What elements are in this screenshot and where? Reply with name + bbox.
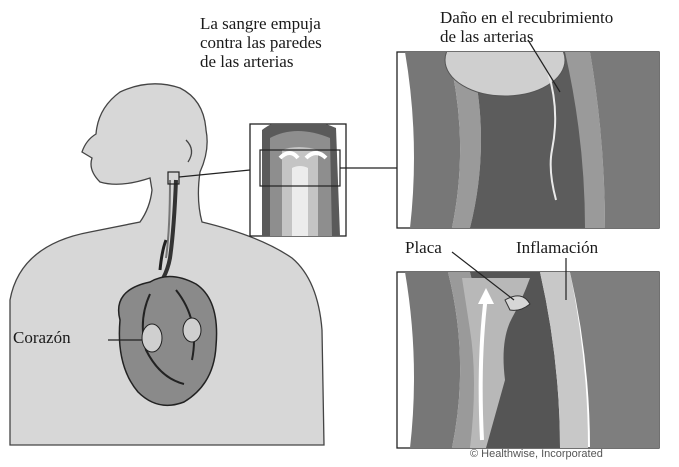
plaque-label: Placa — [405, 238, 442, 257]
caption-line: Daño en el recubrimiento — [440, 8, 613, 27]
caption-line: de las arterias — [200, 52, 322, 71]
plaque-panel — [397, 272, 659, 448]
blood-pressure-caption: La sangre empuja contra las paredes de l… — [200, 14, 322, 71]
artery-damage-caption: Daño en el recubrimiento de las arterias — [440, 8, 613, 46]
caption-line: La sangre empuja — [200, 14, 322, 33]
inflammation-label: Inflamación — [516, 238, 598, 257]
caption-line: de las arterias — [440, 27, 613, 46]
caption-line: contra las paredes — [200, 33, 322, 52]
damage-panel — [397, 24, 659, 228]
copyright-credit: © Healthwise, Incorporated — [470, 448, 603, 460]
artery-section-panel — [250, 118, 346, 236]
heart-label: Corazón — [13, 328, 71, 347]
